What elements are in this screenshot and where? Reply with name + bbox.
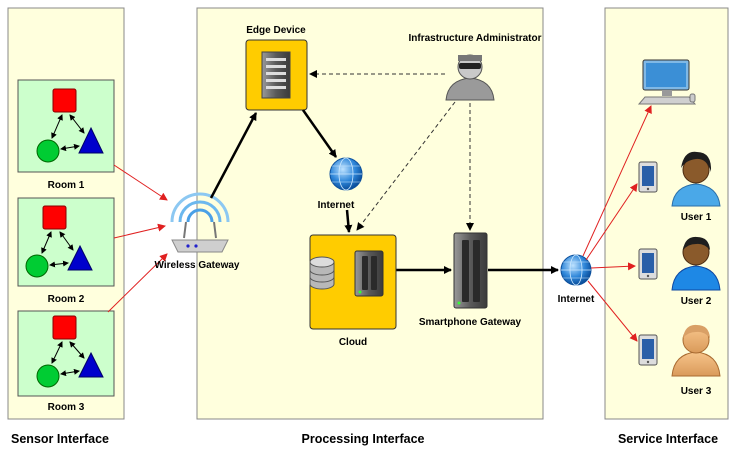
room-2-circle [25, 254, 49, 278]
wireless-gateway-label: Wireless Gateway [155, 260, 240, 271]
room-1-triangle [78, 126, 104, 154]
server-icon [354, 250, 384, 297]
gateway-to-edge-arrow [209, 112, 258, 199]
edge-device [245, 39, 308, 111]
internet-to-desktop-arrow [582, 105, 652, 257]
internet-to-cloud-arrow [344, 209, 353, 233]
desktop-computer-icon [637, 59, 697, 105]
arrow-room3-gateway [107, 253, 168, 313]
cloud [309, 234, 397, 330]
user-1-label: User 1 [681, 212, 712, 223]
phone-icon-1 [638, 161, 658, 193]
room-2: Room 2 [17, 197, 115, 305]
room-1: Room 1 [17, 79, 115, 191]
room-2-square [42, 205, 67, 230]
room-1-circle [36, 139, 60, 163]
infra-admin-label: Infrastructure Administrator [409, 33, 542, 44]
user-2-icon [671, 236, 721, 291]
user-3-icon [671, 324, 721, 377]
user-1-icon [671, 151, 721, 207]
arrow-room1-gateway [113, 164, 168, 201]
room-3-label: Room 3 [48, 402, 85, 413]
service-interface-label: Service Interface [618, 432, 718, 446]
smartphone-gateway-server-icon [453, 232, 488, 309]
user-3-label: User 3 [681, 386, 712, 397]
room-1-label: Room 1 [48, 180, 85, 191]
sensor-interface-label: Sensor Interface [11, 432, 109, 446]
internet-to-phone3-arrow [587, 280, 638, 342]
processing-interface-label: Processing Interface [302, 432, 425, 446]
internet-to-phone2-arrow [590, 262, 636, 271]
arrow-room2-gateway [113, 223, 166, 239]
cloud-label: Cloud [339, 337, 367, 348]
edge-device-label: Edge Device [246, 25, 306, 36]
administrator-icon [445, 54, 495, 101]
room-2-label: Room 2 [48, 294, 85, 305]
globe-icon-service [560, 254, 592, 286]
building-icon [261, 51, 291, 99]
internet-service-label: Internet [558, 294, 595, 305]
phone-icon-3 [638, 334, 658, 366]
internet-to-phone1-arrow [585, 183, 638, 261]
room-1-square [52, 88, 77, 113]
smartphone-gateway-label: Smartphone Gateway [419, 317, 522, 328]
room-2-triangle [67, 244, 93, 271]
phone-icon-2 [638, 248, 658, 280]
admin-to-cloud-arrow [356, 101, 456, 231]
room-3-square [52, 315, 77, 340]
internet-processing-label: Internet [318, 200, 355, 211]
room-3-triangle [78, 351, 104, 378]
user-2-label: User 2 [681, 296, 712, 307]
wireless-gateway-icon [170, 192, 230, 253]
globe-icon [329, 157, 363, 191]
database-icon [309, 256, 335, 290]
room-3: Room 3 [17, 310, 115, 413]
edge-to-internet-arrow [301, 109, 338, 158]
room-3-circle [36, 364, 60, 388]
